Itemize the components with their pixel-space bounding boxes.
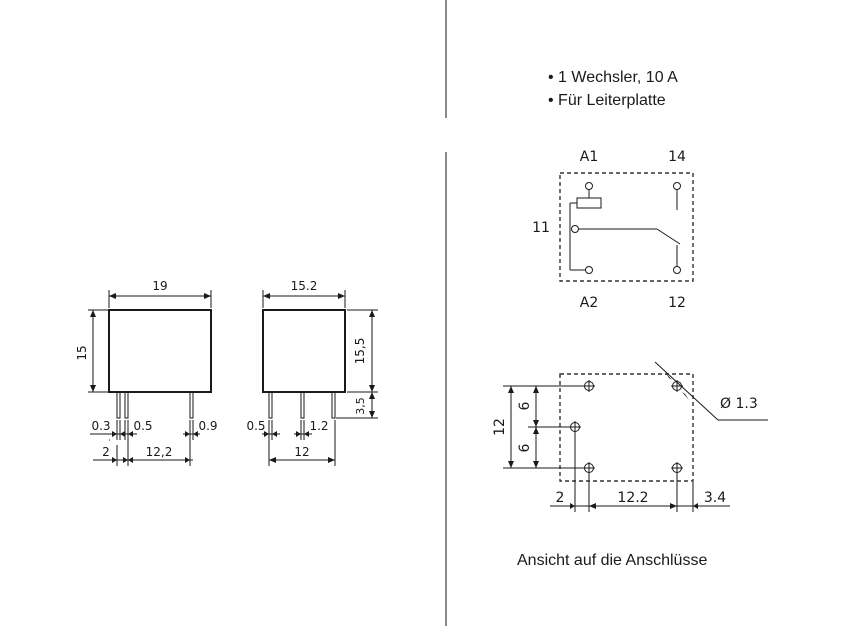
terminal-14: 14 xyxy=(668,149,686,165)
front-dim-12-2: 12,2 xyxy=(146,445,173,459)
switch-contact xyxy=(656,228,681,245)
front-width-label: 19 xyxy=(152,279,167,293)
side-pin-length-label: 3,5 xyxy=(354,397,367,415)
side-dim-1-2: 1.2 xyxy=(309,419,328,433)
footprint-dim-12: 12 xyxy=(492,418,508,436)
feature-list: • 1 Wechsler, 10 A • Für Leiterplatte xyxy=(548,66,678,112)
front-pin-2 xyxy=(124,391,129,419)
schematic-frame xyxy=(559,172,694,282)
coil-symbol xyxy=(576,197,602,209)
side-relay-body xyxy=(262,309,346,393)
pcb-footprint: Ø 1.3 12 6 6 2 12.2 3.4 xyxy=(492,361,768,512)
front-dim-2: 2 xyxy=(102,445,110,459)
terminal-a2: A2 xyxy=(580,295,598,311)
feature-item: • 1 Wechsler, 10 A xyxy=(548,69,678,86)
footprint-dim-2: 2 xyxy=(556,490,565,506)
side-dim-12: 12 xyxy=(294,445,309,459)
front-dim-0-3: 0.3 xyxy=(91,419,110,433)
front-dim-0-9: 0.9 xyxy=(198,419,217,433)
footprint-frame xyxy=(559,373,694,482)
front-pin-1 xyxy=(116,391,121,419)
side-view: 15.2 15,5 3,5 0.5 1.2 12 xyxy=(246,279,378,466)
terminal-a1: A1 xyxy=(580,149,598,165)
footprint-caption: Ansicht auf die Anschlüsse xyxy=(517,552,708,569)
side-height-label: 15,5 xyxy=(353,338,367,365)
terminal-12: 12 xyxy=(668,295,686,311)
side-width-label: 15.2 xyxy=(291,279,318,293)
contact-schematic: A1 14 11 A2 12 xyxy=(532,149,694,311)
side-pin-1 xyxy=(268,391,273,419)
side-pin-3 xyxy=(331,391,336,419)
footprint-dim-6-top: 6 xyxy=(517,401,533,410)
feature-item: • Für Leiterplatte xyxy=(548,92,666,109)
front-pin-3 xyxy=(189,391,194,419)
front-height-label: 15 xyxy=(75,345,89,360)
front-relay-body xyxy=(108,309,212,393)
footprint-dim-6-bottom: 6 xyxy=(517,443,533,452)
footprint-dim-3-4: 3.4 xyxy=(704,490,726,506)
front-dim-0-5: 0.5 xyxy=(133,419,152,433)
hole-diameter-label: Ø 1.3 xyxy=(720,396,758,412)
terminal-11: 11 xyxy=(532,220,550,236)
side-pin-2 xyxy=(300,391,305,419)
side-dim-0-5: 0.5 xyxy=(246,419,265,433)
front-view: 19 15 0.3 0.5 0.9 2 12,2 xyxy=(75,279,218,466)
footprint-dim-12-2: 12.2 xyxy=(617,490,648,506)
